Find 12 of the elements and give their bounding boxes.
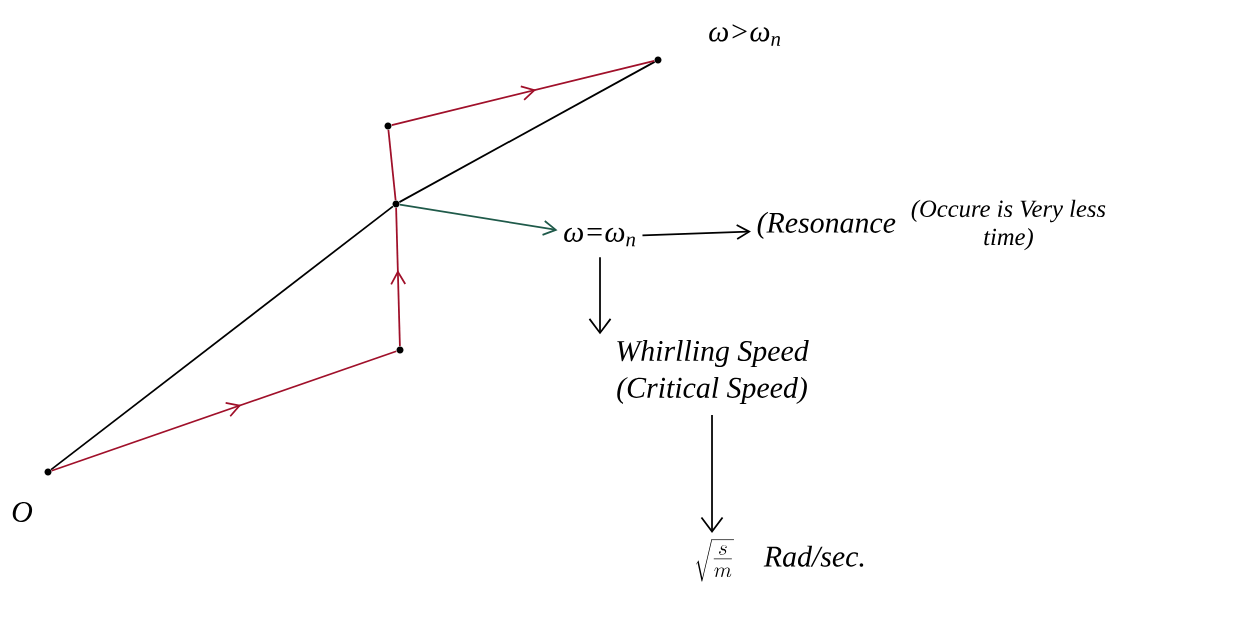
line <box>50 205 394 471</box>
line <box>387 128 397 202</box>
formula-text: ω=ω$_{n}$ <box>564 227 636 247</box>
arrow <box>641 224 751 240</box>
formula-text: $\sqrt{\frac{s}{m}}$ Rad/sec. <box>696 539 864 582</box>
point-label: ω>ω$_{n}$ <box>709 24 781 46</box>
line <box>398 61 656 203</box>
arrow <box>398 203 558 236</box>
arrow <box>700 414 724 533</box>
point-label: O <box>12 501 33 523</box>
result-text: Whirlling Speed (Critical Speed) <box>617 340 809 404</box>
arrow <box>588 256 612 335</box>
